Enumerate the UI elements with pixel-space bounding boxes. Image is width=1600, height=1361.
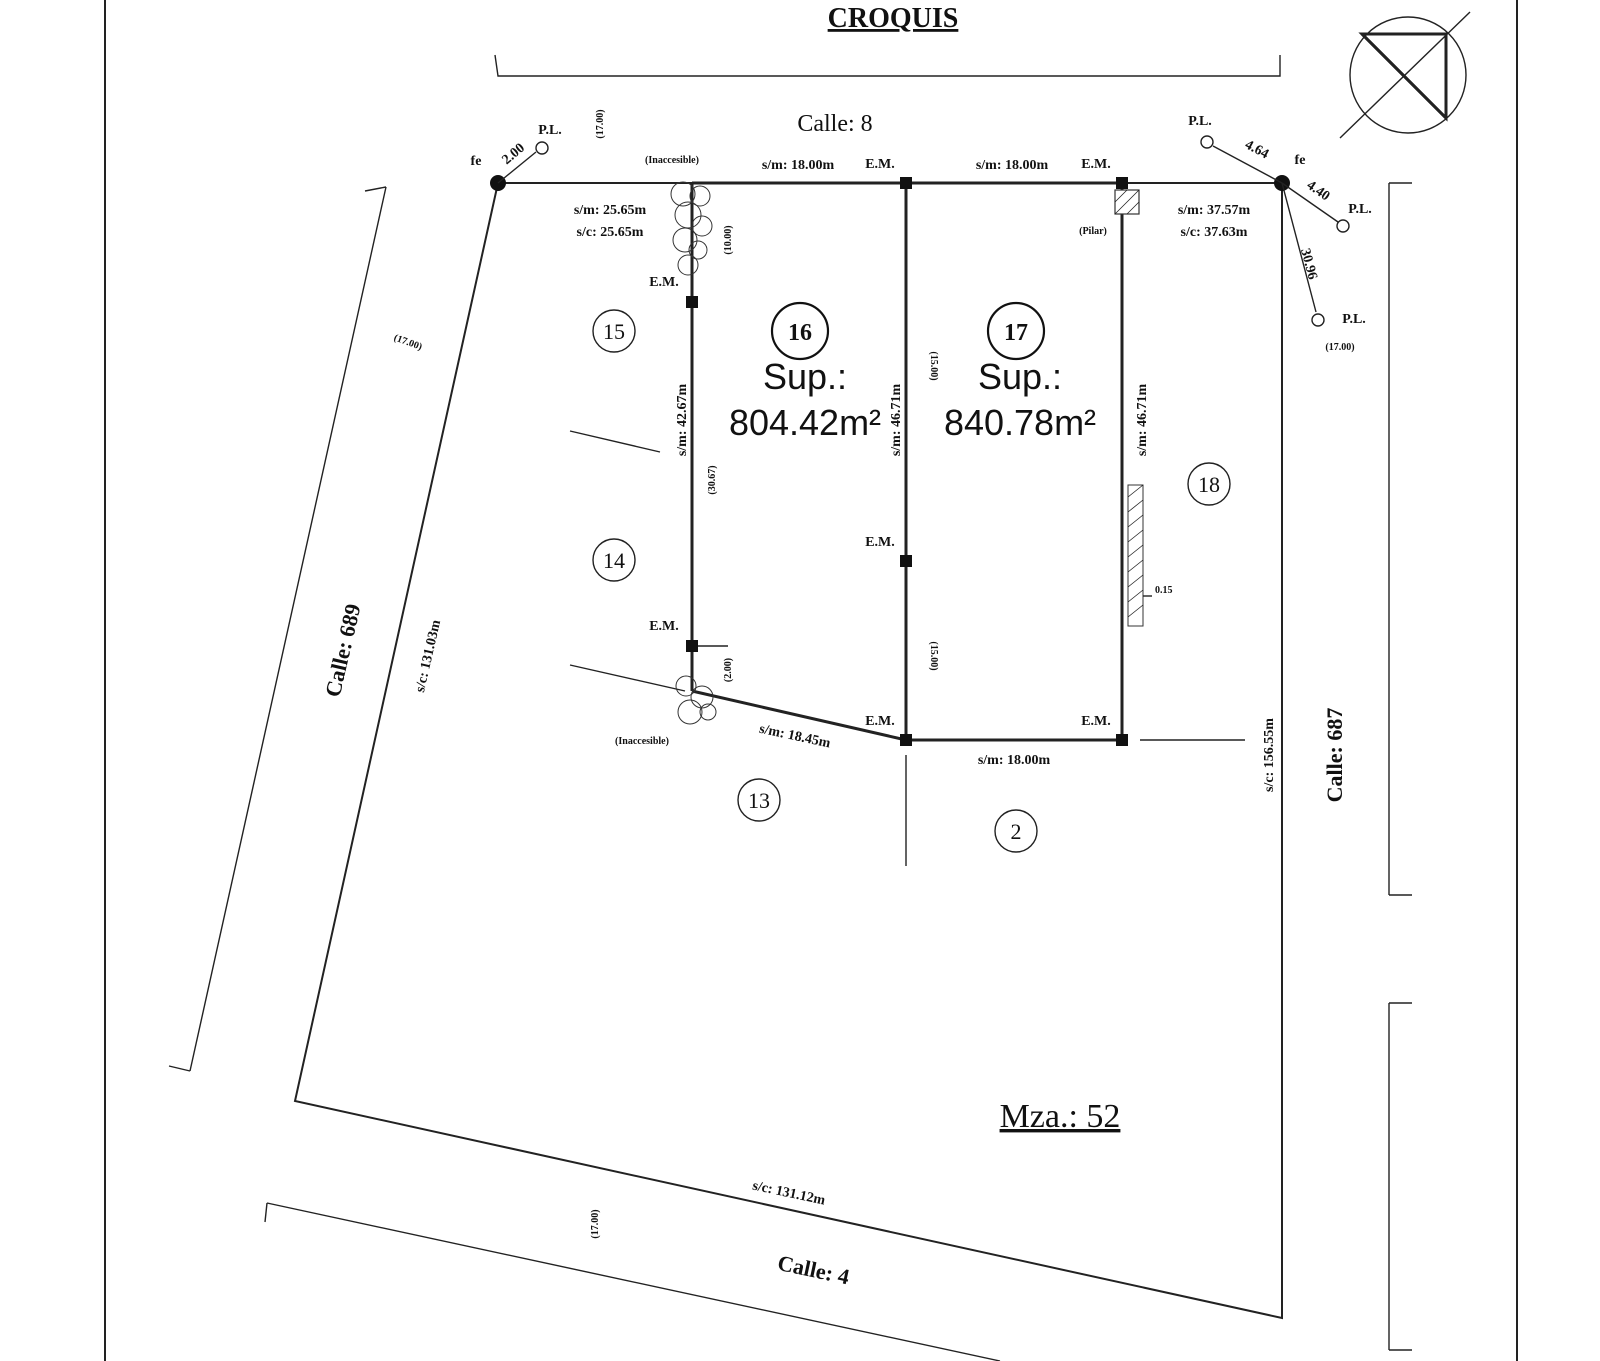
- dim-west-total: s/c: 131.03m: [413, 618, 444, 694]
- dim-left-side: s/m: 42.67m: [675, 384, 690, 457]
- lot-18-circle: [1187, 462, 1231, 506]
- dim-left-inner: (30.67): [707, 465, 718, 494]
- lot-15-number: 15: [603, 319, 625, 344]
- tree-icon: [670, 181, 713, 276]
- street-width-north: (17.00): [595, 109, 606, 138]
- pillar-label: (Pilar): [1079, 226, 1107, 237]
- lot-14-circle: [592, 538, 636, 582]
- em-label: E.M.: [865, 535, 895, 550]
- em-label: E.M.: [1081, 714, 1111, 729]
- em-marker: [1116, 734, 1128, 746]
- lot-18-number: 18: [1198, 472, 1220, 497]
- dim-ne-sc: s/c: 37.63m: [1181, 225, 1248, 240]
- em-label: E.M.: [1081, 157, 1111, 172]
- lot-17-area: 840.78m²: [944, 402, 1096, 443]
- dim-bottom: s/m: 18.00m: [978, 753, 1051, 768]
- lot-13-circle: [737, 778, 781, 822]
- north-arrow-icon: [1339, 11, 1471, 139]
- pl-label: P.L.: [1342, 312, 1366, 327]
- fe-label: fe: [471, 154, 482, 169]
- dim-mid-upper: (15.00): [928, 351, 939, 380]
- inaccessible-label: (Inaccesible): [645, 155, 699, 166]
- pl-label: P.L.: [1348, 202, 1372, 217]
- dim-ne-sm: s/m: 37.57m: [1178, 203, 1251, 218]
- pl-label: P.L.: [538, 123, 562, 138]
- lot-17-circle: [986, 301, 1046, 361]
- hatched-wall: [1127, 484, 1152, 627]
- em-marker: [900, 177, 912, 189]
- lot-16-number: 16: [788, 320, 812, 346]
- title-bracket: [494, 54, 1281, 77]
- street-west: Calle: 689: [320, 601, 366, 699]
- dim-nw-inner: (10.00): [723, 225, 734, 254]
- dim-offset: 0.15: [1155, 585, 1173, 596]
- tie-nw: 2.00: [500, 141, 528, 168]
- em-label: E.M.: [865, 714, 895, 729]
- dim-east-total: s/c: 156.55m: [1262, 718, 1277, 792]
- em-marker: [686, 296, 698, 308]
- block-label: Mza.: 52: [1000, 1098, 1121, 1135]
- em-marker: [686, 640, 698, 652]
- street-east: Calle: 687: [1322, 708, 1347, 803]
- lot-17-sup-label: Sup.:: [978, 356, 1062, 397]
- dim-right-side: s/m: 46.71m: [1135, 384, 1150, 457]
- lot-16-circle: [770, 301, 830, 361]
- street-width-east: (17.00): [1325, 342, 1354, 353]
- pl-point: [535, 141, 549, 155]
- pillar-icon: [1114, 189, 1140, 215]
- tie-ne-1: 4.64: [1242, 138, 1271, 163]
- dim-nw-sc: s/c: 25.65m: [577, 225, 644, 240]
- tie-ne-3: 30.96: [1297, 247, 1320, 281]
- dim-nw-sm: s/m: 25.65m: [574, 203, 647, 218]
- lot-15-circle: [592, 309, 636, 353]
- pl-point: [1200, 135, 1214, 149]
- em-marker: [900, 555, 912, 567]
- pl-point: [1336, 219, 1350, 233]
- pl-label: P.L.: [1188, 114, 1212, 129]
- em-label: E.M.: [865, 157, 895, 172]
- street-width-west: (17.00): [392, 332, 423, 352]
- dim-middle-side: s/m: 46.71m: [889, 384, 904, 457]
- lot-13-number: 13: [748, 788, 770, 813]
- lot-2-number: 2: [1011, 819, 1022, 844]
- lot-17-number: 17: [1004, 320, 1028, 346]
- lot-16-area: 804.42m²: [729, 402, 881, 443]
- tree-icon: [675, 675, 717, 725]
- street-south: Calle: 4: [775, 1250, 851, 1290]
- south-street-edge: [266, 1202, 1001, 1361]
- divider-14-13: [569, 664, 686, 692]
- dim-top-right: s/m: 18.00m: [976, 158, 1049, 173]
- west-street-edge: [189, 186, 387, 1072]
- lot-16-sup-label: Sup.:: [763, 356, 847, 397]
- lot-2-circle: [994, 809, 1038, 853]
- page-title: CROQUIS: [828, 3, 959, 34]
- dim-diagonal: s/m: 18.45m: [758, 722, 832, 752]
- pl-point: [1311, 313, 1325, 327]
- em-label: E.M.: [649, 275, 679, 290]
- lot-14-number: 14: [603, 548, 625, 573]
- lot-boundaries: [690, 181, 1124, 742]
- divider-15-14: [569, 430, 661, 453]
- dim-top-left: s/m: 18.00m: [762, 158, 835, 173]
- em-label: E.M.: [649, 619, 679, 634]
- em-marker: [900, 734, 912, 746]
- street-north: Calle: 8: [797, 111, 872, 137]
- fe-label: fe: [1295, 153, 1306, 168]
- dim-mid-lower: (15.00): [928, 641, 939, 670]
- street-width-south: (17.00): [590, 1209, 601, 1238]
- dim-sw-inner: (2.00): [723, 658, 734, 682]
- em-marker: [1116, 177, 1128, 189]
- inaccessible-label: (Inaccesible): [615, 736, 669, 747]
